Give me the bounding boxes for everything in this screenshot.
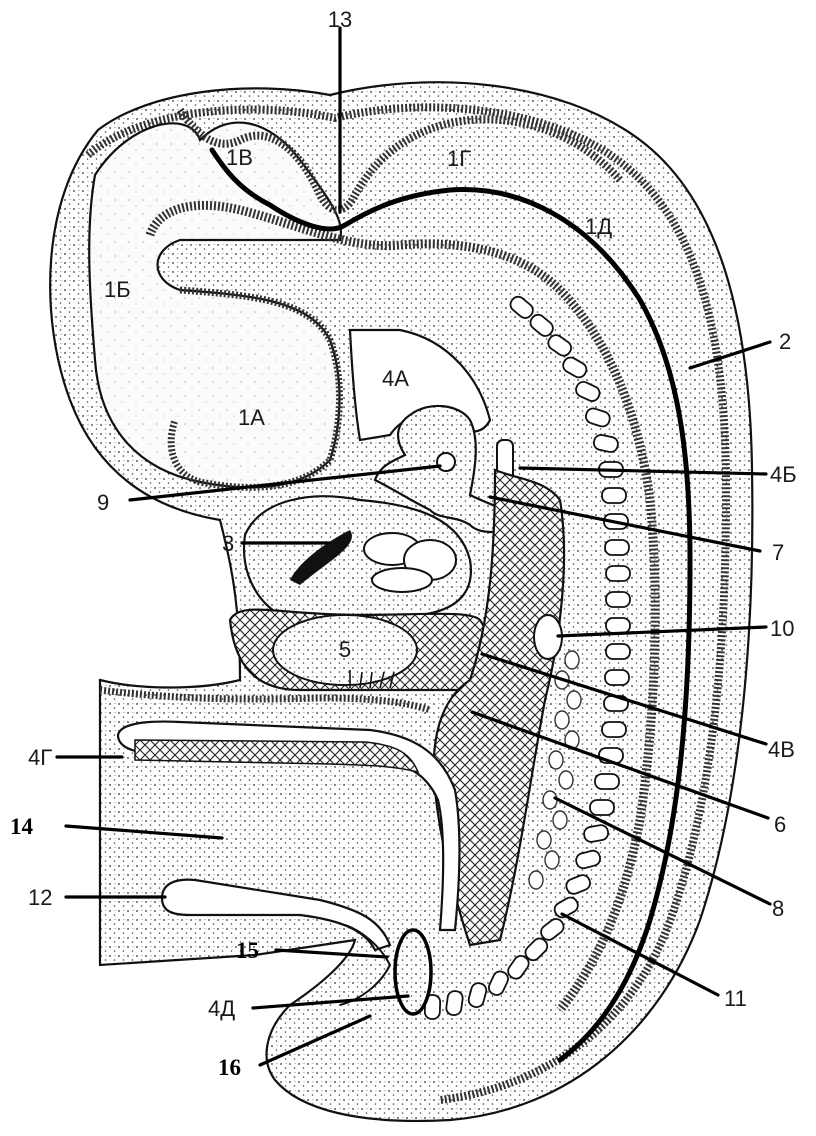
structure-15-ring[interactable] (395, 930, 431, 1014)
label-6: 6 (774, 812, 786, 837)
label-14: 14 (10, 814, 34, 839)
label-16: 16 (218, 1055, 241, 1080)
label-1g: 1Г (447, 146, 471, 171)
label-4d: 4Д (208, 996, 235, 1021)
label-4g: 4Г (28, 745, 52, 770)
label-7: 7 (772, 540, 784, 565)
label-4b: 4Б (770, 462, 797, 487)
label-5: 5 (339, 637, 351, 662)
label-12: 12 (28, 885, 52, 910)
label-8: 8 (772, 896, 784, 921)
structure-9[interactable] (437, 453, 455, 471)
label-15: 15 (236, 938, 259, 963)
label-10: 10 (770, 616, 794, 641)
label-13: 13 (328, 7, 352, 32)
label-4v: 4В (768, 737, 795, 762)
label-2: 2 (779, 329, 791, 354)
heart-chamber-c (372, 568, 432, 592)
label-9: 9 (97, 490, 109, 515)
label-3: 3 (222, 531, 234, 556)
label-4a: 4А (382, 366, 409, 391)
label-1b: 1Б (104, 277, 131, 302)
label-1a: 1А (238, 405, 265, 430)
label-1v: 1В (226, 145, 253, 170)
label-11: 11 (724, 986, 747, 1011)
label-1d: 1Д (585, 214, 612, 239)
